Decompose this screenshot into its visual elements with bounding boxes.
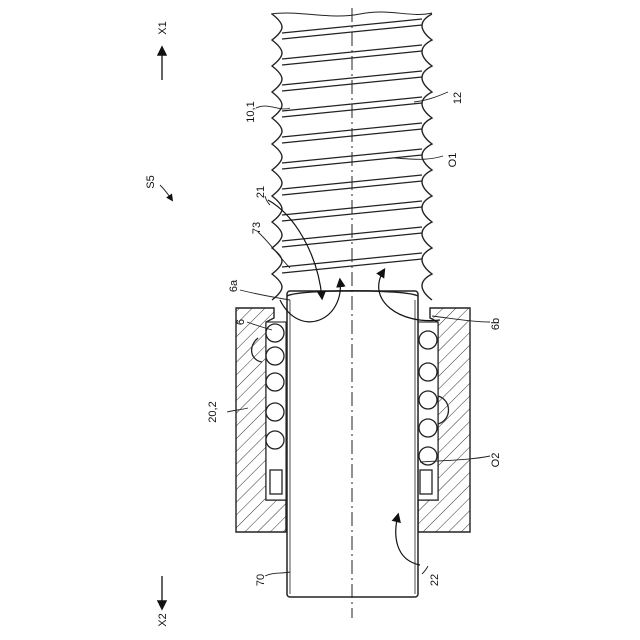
label-21: 21 bbox=[255, 186, 267, 198]
ball bbox=[266, 431, 284, 449]
leader-22 bbox=[422, 566, 428, 574]
ball bbox=[419, 391, 437, 409]
label-6a: 6a bbox=[228, 279, 240, 292]
label-s5: S5 bbox=[145, 175, 157, 188]
label-73: 73 bbox=[251, 222, 263, 234]
label-22: 22 bbox=[429, 574, 441, 586]
ball-retainer-right bbox=[420, 470, 432, 494]
label-70: 70 bbox=[255, 574, 267, 586]
ball bbox=[419, 363, 437, 381]
arrow-21 bbox=[268, 200, 322, 298]
ball bbox=[266, 403, 284, 421]
label-x1: X1 bbox=[157, 21, 169, 34]
ball-retainer-left bbox=[270, 470, 282, 494]
ball bbox=[266, 324, 284, 342]
leader-screw bbox=[256, 106, 290, 109]
leader-6a bbox=[240, 290, 290, 300]
label-thread: 12 bbox=[452, 92, 464, 104]
label-o1: O1 bbox=[447, 153, 459, 168]
label-o2: O2 bbox=[490, 453, 502, 468]
ball bbox=[419, 331, 437, 349]
label-x2: X2 bbox=[157, 613, 169, 626]
screw-thread-right-edge bbox=[422, 14, 432, 300]
label-6b: 6b bbox=[490, 318, 502, 330]
leader-s5 bbox=[160, 185, 172, 200]
label-screw: 10,1 bbox=[245, 101, 257, 122]
ball bbox=[266, 373, 284, 391]
ball bbox=[266, 347, 284, 365]
ball bbox=[419, 419, 437, 437]
label-nut: 20,2 bbox=[207, 401, 219, 422]
leader-73 bbox=[258, 232, 290, 268]
label-6: 6 bbox=[235, 319, 247, 325]
